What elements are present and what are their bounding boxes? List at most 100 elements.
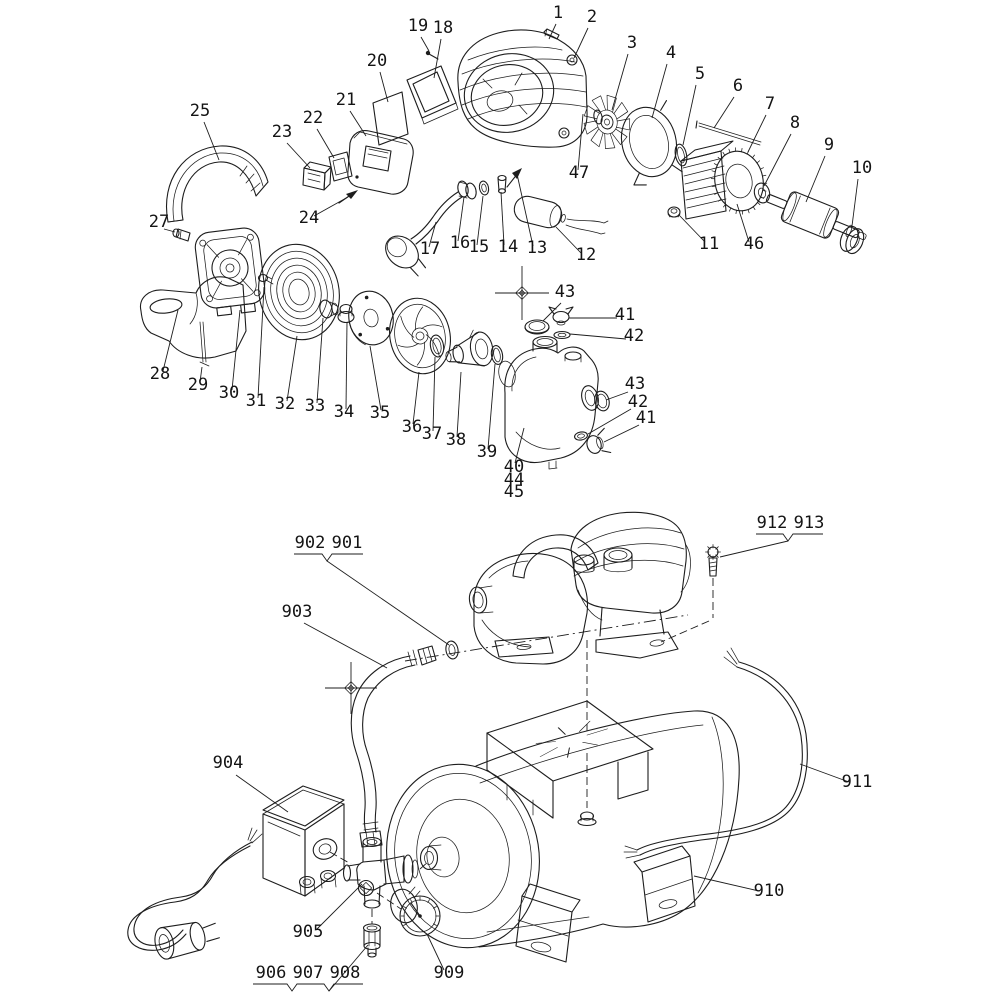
bearing-8 [753,182,771,204]
extras [325,266,549,714]
power-cord-17 [385,191,463,277]
part-label-43: 43 [555,282,575,302]
part-label-45: 45 [504,482,524,502]
part-label-18: 18 [433,18,453,38]
tank-nipple-906-908 [362,923,382,958]
rotor-9 [765,191,867,241]
part-label-24: 24 [299,208,319,228]
part-label-4: 4 [666,43,676,63]
bolt-31 [257,273,274,285]
part-label-41: 41 [636,408,656,428]
part-label-8: 8 [790,113,800,133]
part-label-903: 903 [282,602,313,622]
power-plug-cord [127,827,263,960]
fan-cover-4 [620,99,683,186]
arrow-13 [506,168,522,188]
part-label-39: 39 [477,442,497,462]
plug-41-top [548,306,574,326]
nut-11 [667,206,681,218]
part-label-44: 44 [504,470,524,490]
plug-41-right [586,427,612,454]
part-label-31: 31 [246,391,266,411]
connector-23 [302,161,332,191]
washer-15 [478,180,490,196]
saddle-bracket [486,700,654,827]
part-label-20: 20 [367,51,387,71]
part-label-910: 910 [754,881,785,901]
end-shield-30 [194,227,266,317]
washer-901 [445,640,459,660]
part-label-909: 909 [434,963,465,983]
part-label-911: 911 [842,772,873,792]
part-label-904: 904 [213,753,244,773]
part-label-3: 3 [627,33,637,53]
fan-3 [583,94,631,150]
o-ring-37 [429,334,445,358]
part-label-2: 2 [587,7,597,27]
part-label-35: 35 [370,403,390,423]
plate-20 [372,91,409,146]
hose-903 [350,655,416,848]
part-label-913: 913 [794,513,825,533]
screw-19 [425,50,439,60]
part-label-37: 37 [422,424,442,444]
circlip-47 [593,109,603,125]
part-label-23: 23 [272,122,292,142]
gland-insert-14 [497,174,507,194]
gasket-22 [328,151,353,182]
terminal-box-21 [347,130,414,195]
part-label-6: 6 [733,76,743,96]
part-label-17: 17 [420,239,440,259]
part-label-32: 32 [275,394,295,414]
pump-body-40 [498,335,599,470]
part-label-13: 13 [527,238,547,258]
gland-nut-16 [457,180,477,200]
part-label-25: 25 [190,101,210,121]
part-label-16: 16 [450,233,470,253]
washer-42-top [553,330,571,340]
washer-42-right [574,431,588,441]
base-bracket-28 [139,276,247,359]
part-label-28: 28 [150,364,170,384]
bearing-flange-10 [839,225,865,255]
part-label-36: 36 [402,417,422,437]
part-label-30: 30 [219,383,239,403]
part-label-908: 908 [330,963,361,983]
part-label-1: 1 [553,3,563,23]
part-label-27: 27 [149,212,169,232]
pump-unit [468,511,691,665]
part-label-12: 12 [576,245,596,265]
cable-911 [623,647,808,859]
leader-lines [162,23,859,992]
part-label-33: 33 [305,396,325,416]
motor-housing [457,29,588,148]
handle-25 [166,145,269,223]
hose-union-902 [407,645,437,667]
part-label-47: 47 [569,163,589,183]
o-ring-5 [674,143,688,167]
part-label-906: 906 [256,963,287,983]
part-label-40: 40 [504,457,524,477]
part-label-21: 21 [336,90,356,110]
stator-7-46 [680,140,768,220]
screw-912 [705,544,721,577]
part-label-22: 22 [303,108,323,128]
part-label-902: 902 [295,533,326,553]
part-label-14: 14 [498,237,518,257]
part-label-38: 38 [446,430,466,450]
cover-plate-18 [406,65,459,125]
part-label-46: 46 [744,234,764,254]
part-label-11: 11 [699,234,719,254]
o-ring-39 [490,345,504,365]
bushing-33 [319,299,339,319]
five-way-fitting-905 [342,836,419,909]
part-label-41: 41 [615,305,635,325]
part-label-5: 5 [695,64,705,84]
tank-910 [386,710,740,963]
part-label-907: 907 [293,963,324,983]
seal-34 [337,303,355,324]
seal-plate-35 [348,290,394,346]
stud-bolt-6 [695,120,762,146]
